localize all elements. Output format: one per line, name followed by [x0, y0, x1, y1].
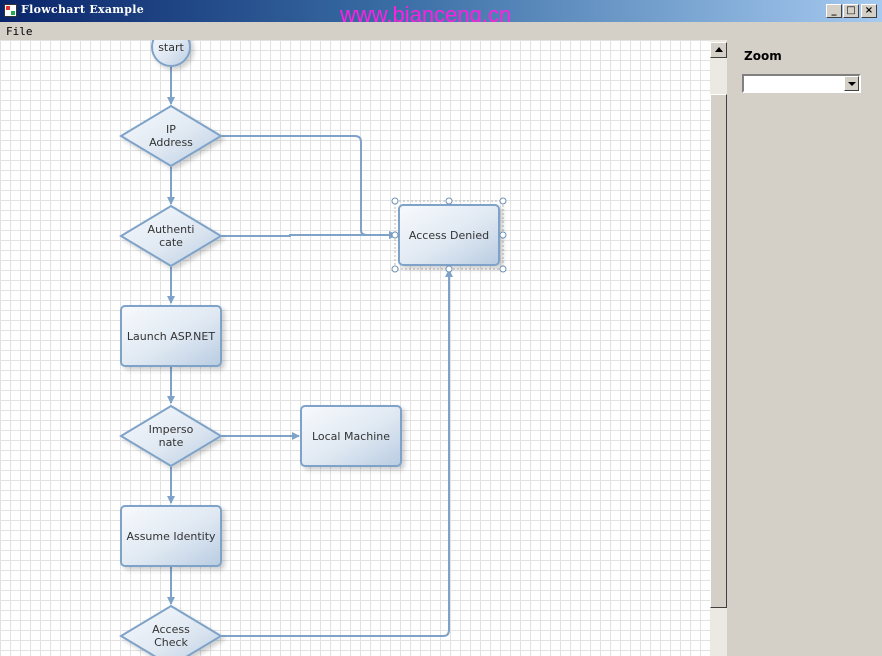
start-node[interactable]: start — [151, 40, 191, 67]
close-button[interactable]: × — [861, 4, 877, 18]
handle-bottom-left[interactable] — [391, 265, 399, 273]
handle-left[interactable] — [391, 231, 399, 239]
connectors — [167, 66, 453, 637]
side-panel: Zoom — [727, 40, 882, 656]
minimize-button[interactable]: _ — [826, 4, 842, 18]
zoom-label: Zoom — [744, 49, 782, 63]
process-access-denied[interactable]: Access Denied — [391, 197, 507, 273]
decision-authenticate[interactable]: Authenti cate — [119, 204, 223, 268]
connector-ip-denied — [221, 135, 397, 239]
check-label-line2: Check — [154, 636, 188, 649]
window-title: Flowchart Example — [21, 3, 145, 16]
connector-check-denied — [221, 269, 453, 637]
local-label: Local Machine — [312, 430, 390, 443]
process-local-machine[interactable]: Local Machine — [300, 405, 402, 467]
menu-file[interactable]: File — [6, 25, 33, 38]
zoom-select[interactable] — [742, 74, 861, 93]
denied-label: Access Denied — [409, 229, 489, 242]
handle-top-left[interactable] — [391, 197, 399, 205]
menu-bar: File — [0, 22, 882, 40]
chevron-down-icon[interactable] — [844, 76, 859, 91]
maximize-button[interactable]: □ — [843, 4, 859, 18]
vertical-scrollbar[interactable] — [710, 40, 727, 656]
connector-auth-denied — [221, 231, 397, 239]
scroll-thumb[interactable] — [710, 94, 727, 608]
title-bar: Flowchart Example www.bianceng.cn _ □ × — [0, 0, 882, 27]
handle-bottom[interactable] — [445, 265, 453, 273]
check-label-line1: Access — [152, 623, 190, 636]
handle-right[interactable] — [499, 231, 507, 239]
handle-bottom-right[interactable] — [499, 265, 507, 273]
decision-ip-address[interactable]: IP Address — [119, 104, 223, 168]
ip-label-line1: IP — [166, 123, 176, 136]
process-launch-aspnet[interactable]: Launch ASP.NET — [120, 305, 222, 367]
auth-label-line1: Authenti — [148, 223, 195, 236]
handle-top[interactable] — [445, 197, 453, 205]
imp-label-line2: nate — [159, 436, 184, 449]
app-icon[interactable] — [4, 4, 17, 17]
auth-label-line2: cate — [159, 236, 183, 249]
decision-access-check[interactable]: Access Check — [119, 604, 223, 656]
process-assume-identity[interactable]: Assume Identity — [120, 505, 222, 567]
flowchart-canvas[interactable]: start IP Address Authenti cate Launch AS… — [0, 40, 710, 656]
scroll-up-button[interactable] — [710, 42, 727, 58]
ip-label-line2: Address — [149, 136, 193, 149]
assume-label: Assume Identity — [126, 530, 216, 543]
start-label: start — [158, 41, 184, 54]
imp-label-line1: Imperso — [149, 423, 194, 436]
handle-top-right[interactable] — [499, 197, 507, 205]
selection-handles[interactable] — [391, 197, 507, 273]
decision-impersonate[interactable]: Imperso nate — [119, 404, 223, 468]
launch-label: Launch ASP.NET — [127, 330, 215, 343]
flowchart-svg: start IP Address Authenti cate Launch AS… — [119, 40, 507, 656]
